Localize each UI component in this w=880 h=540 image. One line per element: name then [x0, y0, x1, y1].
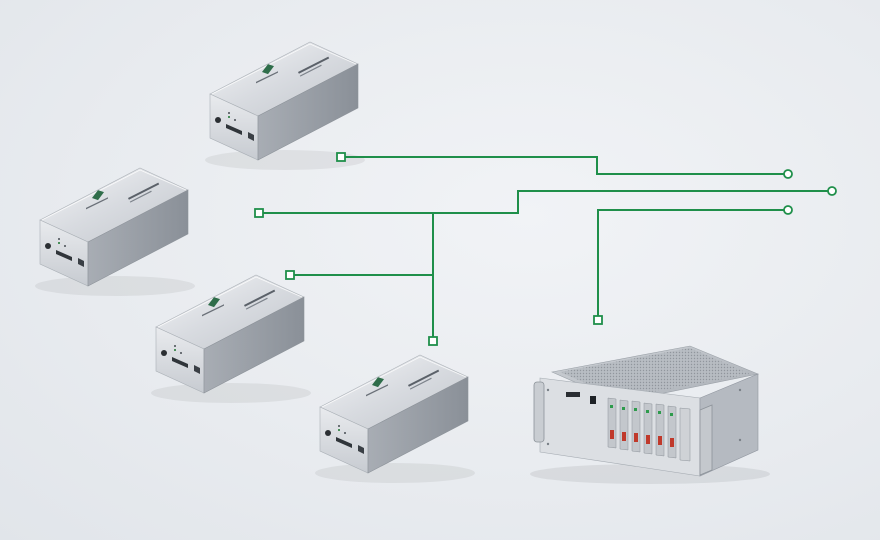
circle-endpoints	[783, 169, 837, 215]
connection-lines	[259, 156, 832, 341]
endpoint-c	[783, 205, 793, 215]
terminal-box-3	[285, 270, 295, 280]
device-box-4	[314, 354, 476, 484]
terminal-box-2	[254, 208, 264, 218]
terminal-box-4	[428, 336, 438, 346]
endpoint-a	[783, 169, 793, 179]
rack-slots	[607, 397, 691, 462]
square-terminals	[254, 152, 603, 346]
terminal-box-1	[336, 152, 346, 162]
link-box2-to-endpoint-b	[259, 190, 832, 214]
device-box-1	[204, 41, 366, 171]
device-box-2	[34, 167, 196, 297]
endpoint-b	[827, 186, 837, 196]
rack-chassis	[530, 345, 770, 484]
device-box-3	[150, 274, 312, 404]
link-rack-to-endpoint-c	[597, 209, 788, 320]
terminal-rack	[593, 315, 603, 325]
link-box1-to-endpoint-a	[341, 156, 788, 175]
